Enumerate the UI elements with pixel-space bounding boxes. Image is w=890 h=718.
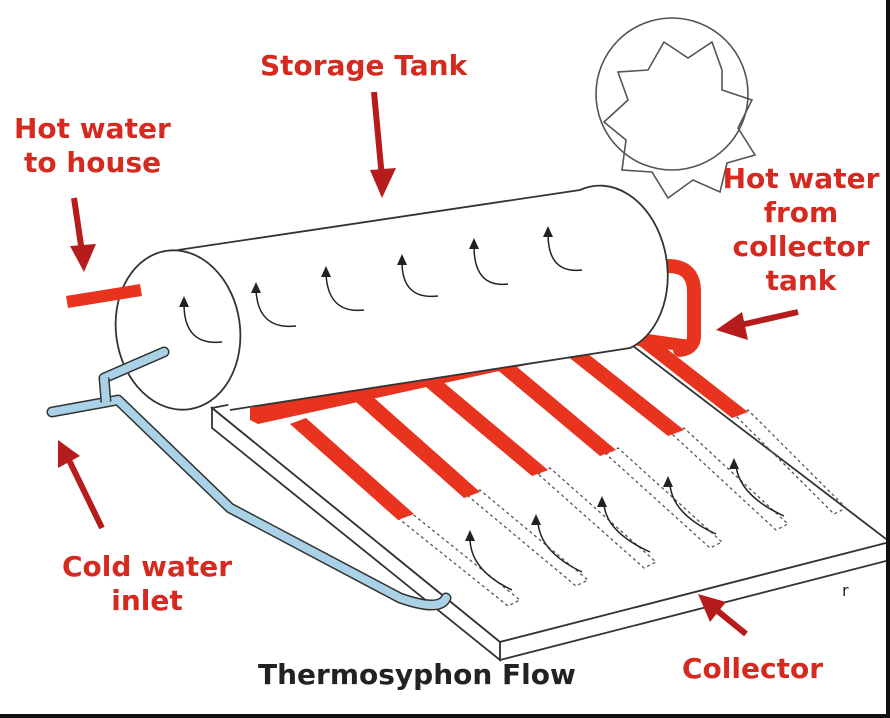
pointer-arrows <box>58 91 799 637</box>
diagram-caption: Thermosyphon Flow <box>258 658 576 691</box>
storage-tank <box>114 184 669 411</box>
hot-water-from-collector-line-2: from <box>763 196 839 229</box>
collector-label: Collector <box>682 652 823 685</box>
frame-border-bottom <box>0 714 890 718</box>
cold-water-inlet-label: Cold water inlet <box>58 550 236 618</box>
stray-mark: r <box>842 581 849 600</box>
tank-flow-arrows <box>183 233 583 344</box>
tank-flow-arrowheads <box>179 226 553 307</box>
hot-water-from-collector-line-1: Hot water <box>722 162 880 195</box>
collector-header-pipe <box>250 330 690 424</box>
hot-water-to-house-label: Hot water to house <box>14 112 171 180</box>
hot-water-from-collector-line-3: collector <box>732 230 870 263</box>
storage-tank-label: Storage Tank <box>260 49 468 82</box>
hot-water-to-house-line-1: Hot water <box>14 112 171 145</box>
frame-border-right <box>886 0 890 718</box>
hot-water-from-collector-label: Hot water from collector tank <box>716 162 886 298</box>
collector-flow-arrows <box>469 465 785 591</box>
cold-water-inlet-line-1: Cold water <box>61 550 233 583</box>
sun-icon <box>595 17 757 200</box>
hot-water-to-house-line-2: to house <box>24 146 162 179</box>
cold-water-inlet-line-2: inlet <box>111 584 183 617</box>
hot-outlet-pipe <box>66 284 142 308</box>
hot-return-pipe <box>629 258 701 357</box>
collector-flow-arrowheads <box>465 458 739 541</box>
hot-water-from-collector-line-4: tank <box>765 264 837 297</box>
